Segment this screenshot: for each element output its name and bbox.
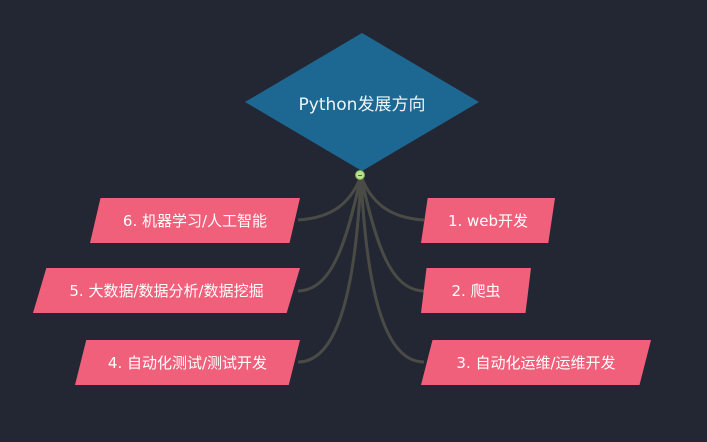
connector-2 xyxy=(359,175,425,293)
topic-ops-dev[interactable]: 3. 自动化运维/运维开发 xyxy=(421,340,651,385)
connector-6 xyxy=(297,175,363,222)
connector-5 xyxy=(297,175,363,293)
topic-label: 6. 机器学习/人工智能 xyxy=(122,212,268,230)
topic-big-data[interactable]: 5. 大数据/数据分析/数据挖掘 xyxy=(33,268,300,313)
connector-1 xyxy=(359,175,425,222)
topic-label: 4. 自动化测试/测试开发 xyxy=(107,354,268,372)
connector-4 xyxy=(297,175,363,364)
topic-ml-ai[interactable]: 6. 机器学习/人工智能 xyxy=(90,198,300,243)
collapse-toggle-icon[interactable] xyxy=(355,170,365,180)
topic-web-dev[interactable]: 1. web开发 xyxy=(421,198,555,243)
topic-label: 3. 自动化运维/运维开发 xyxy=(456,354,616,372)
topic-label: 5. 大数据/数据分析/数据挖掘 xyxy=(69,282,264,300)
root-topic-label: Python发展方向 xyxy=(298,94,426,115)
topic-label: 2. 爬虫 xyxy=(451,282,501,300)
connector-3 xyxy=(359,175,425,364)
topic-label: 1. web开发 xyxy=(447,212,529,230)
topic-crawler[interactable]: 2. 爬虫 xyxy=(421,268,531,313)
topic-automation-testing[interactable]: 4. 自动化测试/测试开发 xyxy=(75,340,300,385)
